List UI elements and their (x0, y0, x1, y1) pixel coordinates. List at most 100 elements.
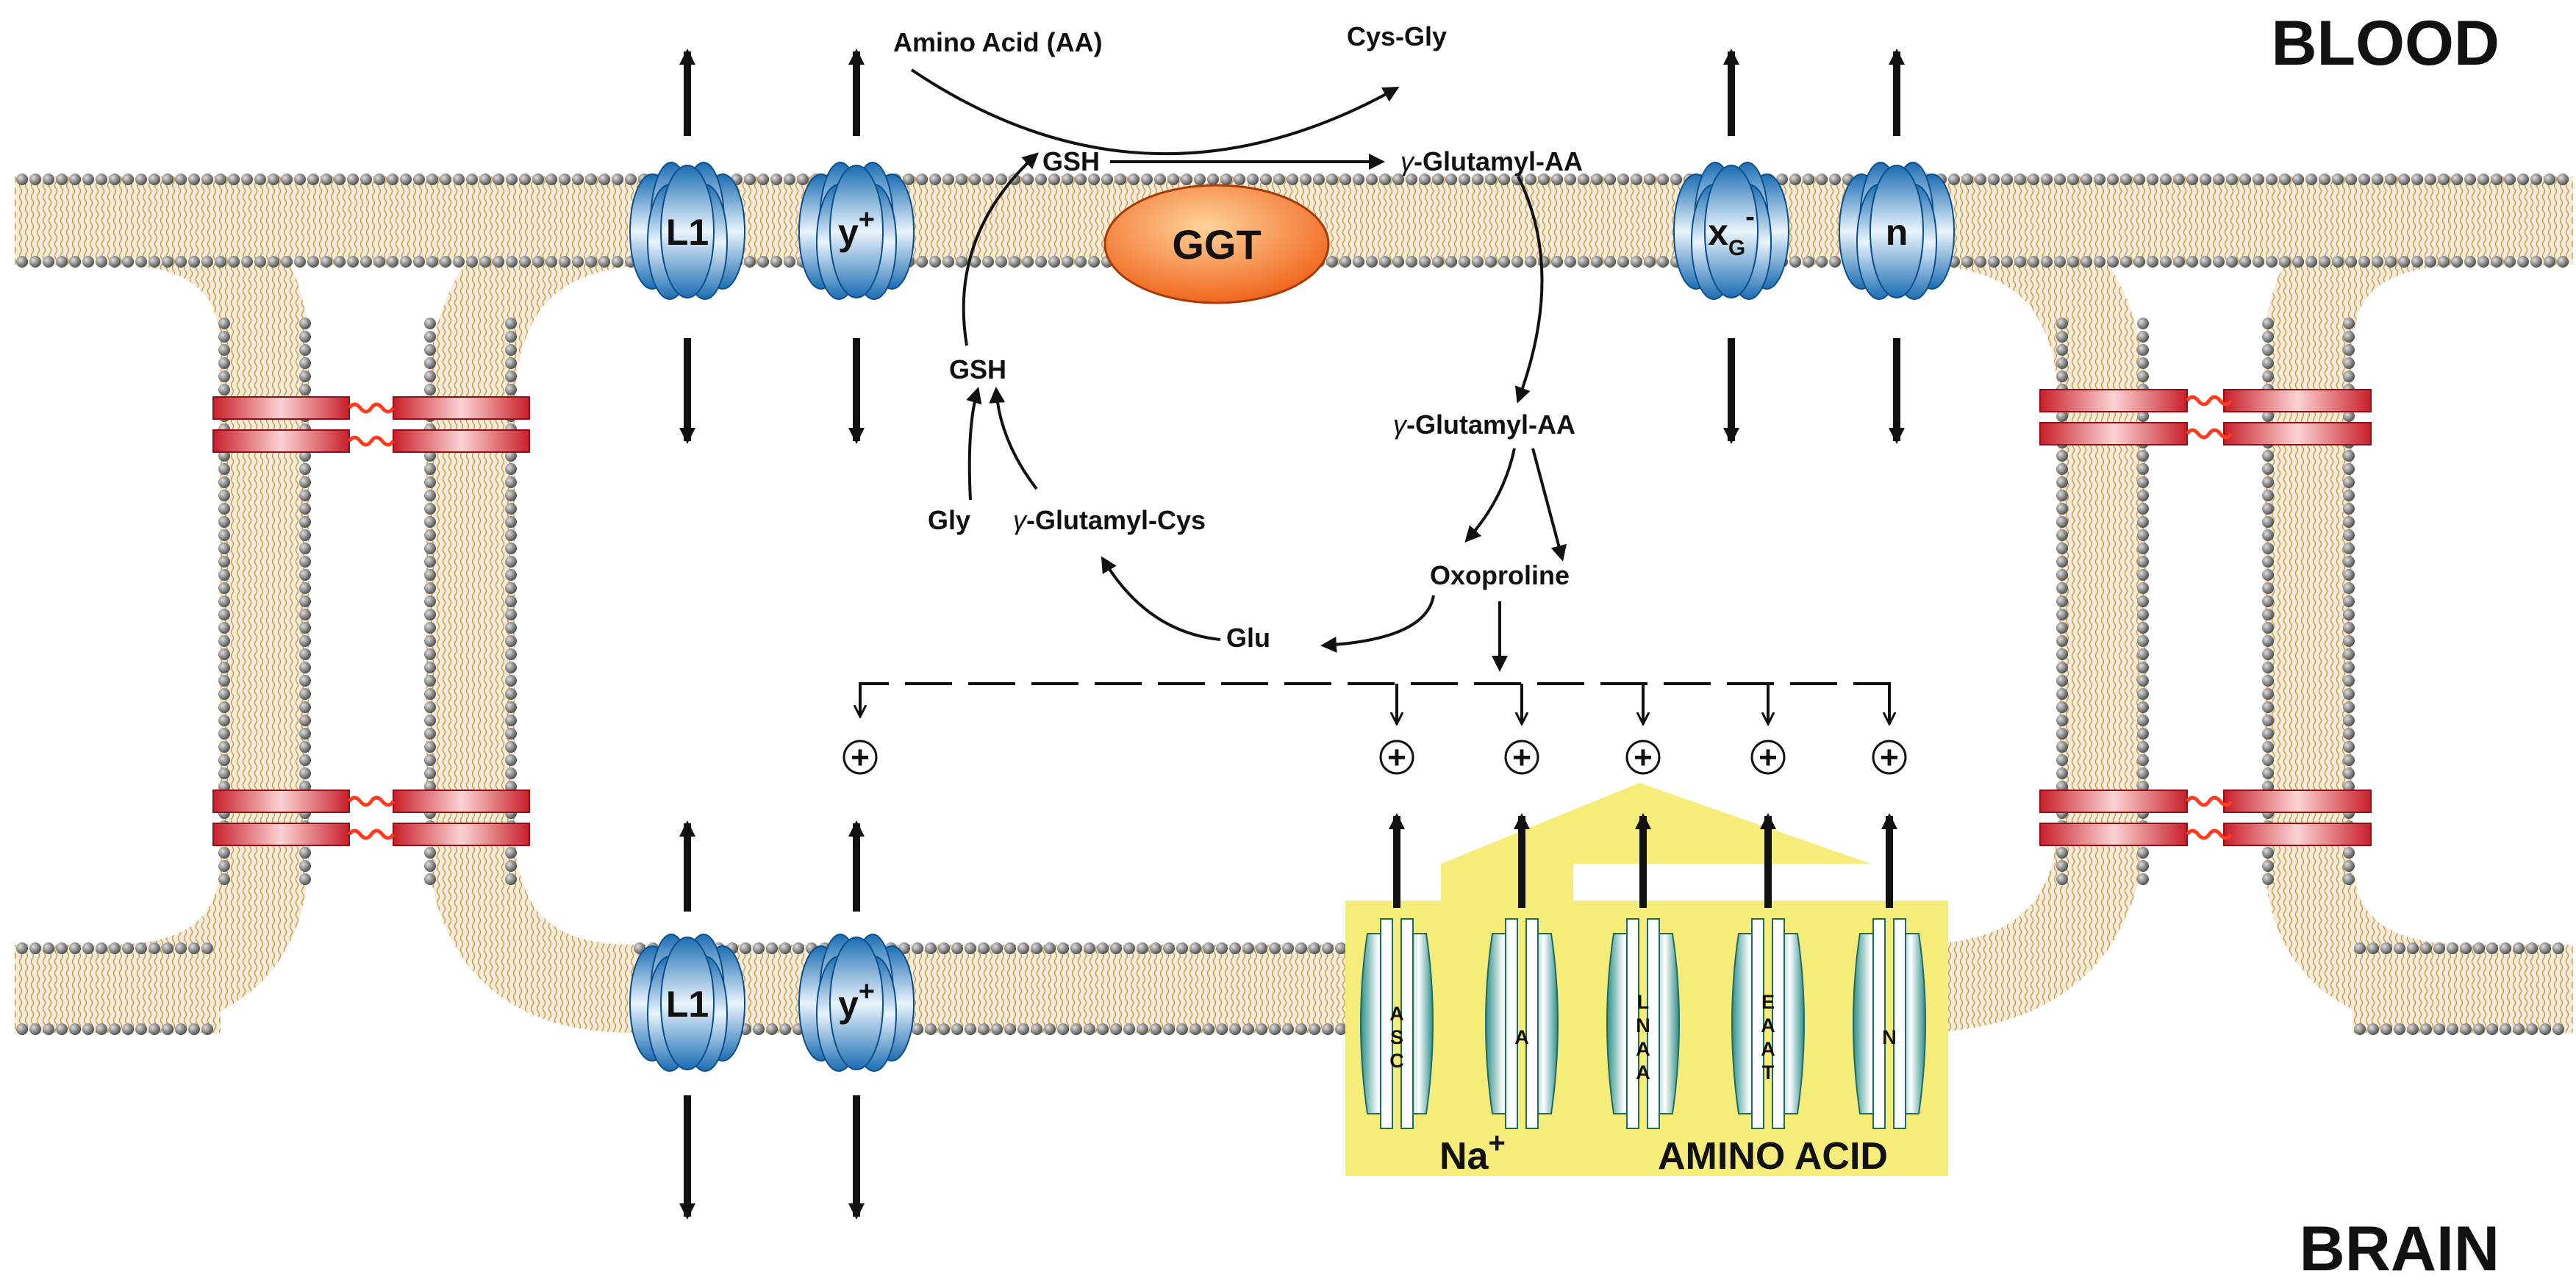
lipid-head (215, 173, 226, 185)
lipid-head (2056, 767, 2068, 779)
transporter-L1: L1 (629, 162, 745, 300)
lipid-head (1295, 942, 1307, 954)
lipid-head (218, 582, 230, 594)
lipid-head (757, 173, 769, 185)
lipid-head (201, 942, 213, 954)
lipid-head (1538, 173, 1550, 185)
lipid-head (2343, 635, 2355, 647)
sodium-transporter-letter: A (1636, 1062, 1650, 1084)
lipid-head (1048, 173, 1060, 185)
lipid-head (2213, 173, 2225, 185)
lipid-head (424, 344, 436, 356)
lipid-head (506, 256, 518, 268)
lipid-head (1988, 256, 2000, 268)
lipid-head (2056, 543, 2068, 554)
lipid-head (2343, 516, 2355, 528)
lipid-head (2014, 173, 2026, 185)
lipid-head (2438, 256, 2450, 268)
lipid-head (2398, 256, 2410, 268)
lipid-head (2262, 741, 2274, 753)
lipid-head (1110, 1023, 1122, 1035)
lipid-head (1498, 256, 1510, 268)
lipid-head (2343, 543, 2355, 554)
lipid-head (2056, 715, 2068, 726)
lipid-head (505, 609, 517, 620)
lipid-head (505, 648, 517, 660)
lipid-head (69, 173, 81, 185)
lipid-head (2056, 635, 2068, 647)
gsh-top-label: GSH (1042, 146, 1100, 176)
lipid-head (2262, 715, 2274, 726)
lipid-head (1617, 256, 1629, 268)
lipid-head (1247, 173, 1259, 185)
transporter-n: n (1839, 162, 1955, 300)
lipid-head (2345, 256, 2357, 268)
lipid-head (299, 648, 311, 660)
lipid-head (1070, 942, 1082, 954)
lipid-head (744, 256, 756, 268)
lipid-head (2279, 173, 2291, 185)
lipid-head (1062, 256, 1073, 268)
lipid-head (2460, 942, 2472, 954)
lipid-head (505, 688, 517, 700)
glutamyl-aa-top-label: γ-Glutamyl-AA (1400, 146, 1583, 176)
lipid-head (2056, 609, 2068, 620)
lipid-head (1776, 173, 1788, 185)
lipid-head (2262, 410, 2274, 422)
lipid-head (2262, 847, 2274, 859)
lipid-head (2137, 582, 2149, 594)
lipid-head (2539, 942, 2551, 954)
lipid-head (1657, 173, 1669, 185)
lipid-head (2343, 318, 2355, 329)
lipid-head (2380, 942, 2392, 954)
lipid-head (2552, 942, 2564, 954)
lipid-head (2137, 728, 2149, 740)
lipid-head (1459, 173, 1470, 185)
lipid-head (2137, 450, 2149, 462)
lipid-head (1031, 1023, 1042, 1035)
lipid-head (400, 256, 412, 268)
lipid-head (991, 942, 1003, 954)
lipid-head (2137, 688, 2149, 700)
lipid-head (1273, 173, 1285, 185)
lipid-head (1189, 942, 1201, 954)
lipid-head (96, 173, 107, 185)
lipid-head (1004, 942, 1016, 954)
lipid-head (505, 741, 517, 753)
lipid-head (559, 173, 570, 185)
sodium-transporter-letter: N (1882, 1026, 1897, 1048)
lipid-head (215, 256, 226, 268)
lipid-head (1525, 256, 1536, 268)
lipid-head (505, 569, 517, 581)
lipid-head (1035, 256, 1047, 268)
lipid-head (2343, 450, 2355, 462)
lipid-head (956, 173, 967, 185)
lipid-head (744, 173, 756, 185)
lipid-head (1419, 173, 1431, 185)
lipid-head (2504, 256, 2516, 268)
lipid-head (218, 701, 230, 713)
lipid-head (175, 173, 187, 185)
lipid-head (2262, 357, 2274, 369)
lipid-head (797, 173, 809, 185)
lipid-head (2056, 873, 2068, 885)
lipid-head (1948, 173, 1960, 185)
lipid-head (2253, 173, 2264, 185)
lipid-head (1472, 256, 1484, 268)
lipid-head (505, 543, 517, 554)
lipid-head (347, 256, 359, 268)
lipid-head (991, 1023, 1003, 1035)
lipid-head (299, 516, 311, 528)
lipid-head (1472, 173, 1484, 185)
lipid-head (505, 556, 517, 568)
lipid-head (1300, 173, 1312, 185)
lipid-head (2056, 490, 2068, 501)
lipid-head (218, 476, 230, 488)
lipid-head (96, 256, 107, 268)
lipid-head (784, 256, 795, 268)
lipid-head (2420, 1023, 2432, 1035)
glu-label: Glu (1226, 623, 1270, 653)
lipid-head (2137, 569, 2149, 581)
